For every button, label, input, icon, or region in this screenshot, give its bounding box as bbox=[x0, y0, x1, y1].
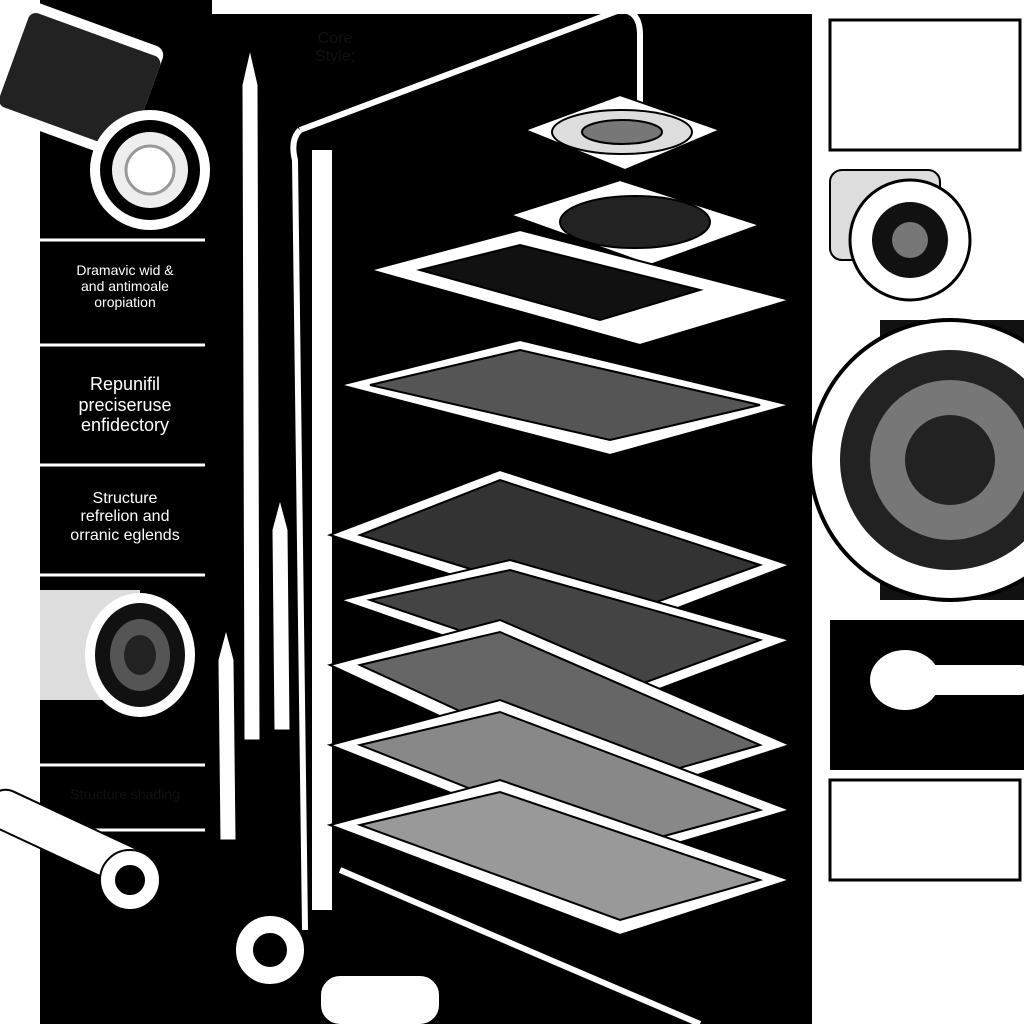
camera-lens-icon bbox=[40, 590, 195, 717]
left-label-3: Structure refrelion and orranic eglends bbox=[70, 490, 180, 544]
left-label-2: Repunifil preciseruse enfidectory bbox=[78, 374, 172, 436]
right-frame bbox=[828, 18, 1022, 882]
pencil-icon bbox=[217, 49, 291, 841]
lens-icon bbox=[0, 0, 210, 230]
left-label-4: Structure shading bbox=[70, 786, 180, 802]
right-label-2: Extcisueld prechnice Enlication bbox=[884, 795, 968, 857]
connector-icon bbox=[830, 620, 1024, 770]
smartphone-icon bbox=[290, 6, 702, 1024]
left-label-1: Dramavic wid & and antimoale oropiation bbox=[76, 262, 174, 311]
circuit-layer-icon bbox=[326, 93, 794, 937]
connector-icon bbox=[0, 788, 441, 1024]
header-paper-strip bbox=[212, 0, 812, 14]
camera-lens-icon bbox=[808, 169, 1024, 602]
right-label-1: Structinic oind crpyecale icompocuity bbox=[877, 48, 975, 100]
top-left-paper bbox=[0, 0, 40, 1024]
core-style-label: Core Style; bbox=[314, 30, 355, 66]
